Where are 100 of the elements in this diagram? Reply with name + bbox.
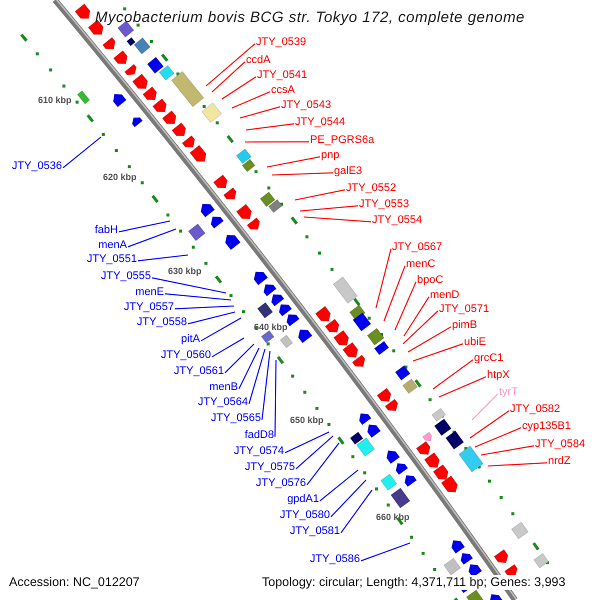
leader-line [248,348,266,404]
leader-line [200,318,242,342]
scale-label: 610 kbp [38,95,72,105]
gene-label: JTY_0580 [280,509,330,522]
gene-label: JTY_0554 [372,214,422,227]
gene-label: JTY_0557 [124,301,174,314]
gene-label: JTY_0552 [346,182,396,195]
leader-line [224,344,254,374]
leader-line [408,326,452,352]
leader-line [128,228,176,248]
gene-label: JTY_0567 [392,241,442,254]
gene-label: fabH [94,224,118,237]
gene-label: nrdZ [548,455,571,468]
gene-label: ubiE [464,336,486,349]
leader-line [320,470,358,502]
leader-line [222,76,256,100]
gene-label: JTY_0574 [234,445,284,458]
leader-line [164,293,232,301]
gene-label: grcC1 [474,352,504,365]
scale-label: 630 kbp [168,266,202,276]
leader-line [412,343,464,362]
accession-text: Accession: NC_012207 [7,575,142,590]
leader-line [240,106,280,119]
leader-line [404,296,430,336]
leader-line [238,348,260,390]
leader-line [304,216,372,222]
gene-label: JTY_0543 [281,99,332,112]
leader-line [296,436,334,470]
leader-line [474,427,522,448]
leader-line [340,490,372,534]
leader-line [284,432,330,454]
leader-line [188,311,236,324]
leader-line [212,338,244,358]
gene-label: ccdA [246,54,270,67]
scale-label: 620 kbp [103,172,137,182]
gene-label: galE3 [334,165,362,178]
leader-line [274,360,277,437]
gene-label: pnp [321,149,340,162]
gene-label: JTY_0584 [535,438,586,451]
leader-line [246,123,294,131]
scale-label: 640 kbp [254,322,288,332]
genome-info-text: Topology: circular; Length: 4,371,711 bp; Genes: 3,993 [260,575,568,590]
leader-line [294,189,346,201]
leader-line [232,91,270,108]
leader-line [470,410,510,438]
leader-line [206,43,256,86]
gene-label: JTY_0571 [439,303,490,316]
gene-label: menC [406,258,436,271]
gene-label: ccsA [271,84,295,97]
gene-label: JTY_0561 [174,365,224,378]
gene-label: JTY_0565 [210,412,261,425]
leader-line [300,205,358,212]
gene-label: JTY_0553 [359,198,410,211]
gene-label: gpdA1 [287,493,319,506]
gene-label: tyrT [499,386,518,399]
gene-label: cyp135B1 [522,420,571,433]
leader-line [432,359,474,390]
gene-label: JTY_0560 [160,349,211,362]
leader-line [472,393,498,420]
leader-line [438,376,486,398]
gene-label: menD [430,289,460,302]
scale-label: 660 kbp [376,512,410,522]
gene-label: JTY_0555 [100,270,151,283]
gene-label: fadD8 [244,429,274,442]
leader-line [330,480,366,518]
leader-line [383,266,406,322]
leader-line [174,305,234,310]
gene-label: menE [135,286,164,299]
gene-label: JTY_0536 [12,160,62,173]
gene-label: JTY_0576 [256,477,306,490]
gene-label: JTY_0539 [256,36,306,49]
gene-label: pimB [452,319,478,332]
leader-line [360,542,410,562]
gene-label: pitA [181,333,200,346]
leader-line [306,442,340,486]
leader-line [488,462,548,467]
gene-label: JTY_0582 [510,403,560,416]
gene-label: JTY_0541 [257,69,308,82]
gene-label: PE_PGRS6a [310,134,374,147]
gene-label: JTY_0586 [310,553,360,566]
diagram-title: Mycobacterium bovis BCG str. Tokyo 172, complete genome [95,9,525,27]
gene-label: menB [209,381,238,394]
leader-line [118,220,170,232]
leader-line [62,136,102,168]
gene-label: JTY_0575 [244,461,295,474]
leader-line [152,277,226,294]
gene-label: JTY_0544 [295,116,346,129]
leader-line [402,310,438,344]
leader-line [375,248,392,308]
leader-line [212,61,246,92]
gene-label: menA [98,239,127,252]
gene-label: JTY_0564 [198,396,248,409]
leader-line [138,254,188,262]
gene-label: JTY_0581 [290,525,340,538]
leader-line [261,350,271,420]
leader-line [266,156,320,168]
leader-line [480,445,534,456]
gene-label: JTY_0551 [86,253,137,266]
gene-label: JTY_0558 [136,316,187,329]
leader-line [272,172,334,176]
